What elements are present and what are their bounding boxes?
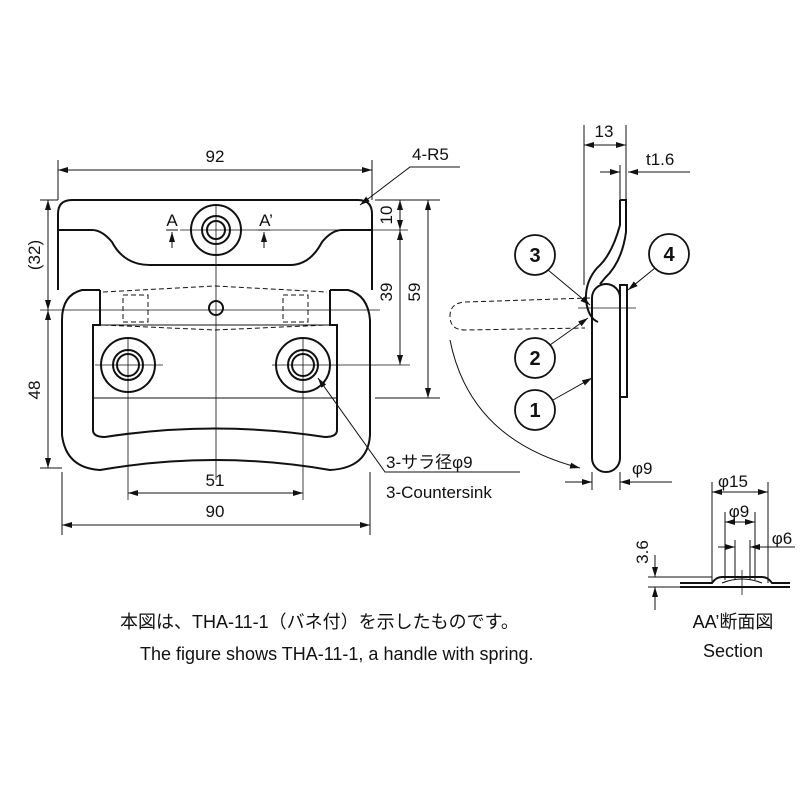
countersink-label-jp: 3-サラ径φ9 xyxy=(386,453,473,472)
dim-inner: φ6 xyxy=(772,529,792,548)
dim-section-height: 3.6 xyxy=(633,540,652,564)
dim-hole-to-holes: 39 xyxy=(377,283,396,302)
section-title-en: Section xyxy=(703,641,763,661)
dim-handle: 48 xyxy=(25,381,44,400)
svg-text:3: 3 xyxy=(529,245,540,267)
dim-upper-ref: (32) xyxy=(25,240,44,270)
dim-corner-radius: 4-R5 xyxy=(412,145,449,164)
dim-mid: φ9 xyxy=(729,502,749,521)
dim-depth: 13 xyxy=(595,122,614,141)
section-title-jp: AA’断面図 xyxy=(693,612,774,632)
dim-outer: φ15 xyxy=(718,472,748,491)
dim-hole-pitch: 51 xyxy=(206,471,225,490)
balloon-3: 3 xyxy=(514,234,556,276)
front-view: 92 90 51 4-R5 10 39 59 (32) 48 A A’ 3-サラ… xyxy=(25,145,520,535)
svg-text:4: 4 xyxy=(663,244,675,266)
side-view: 1 2 3 4 13 t1.6 φ9 xyxy=(449,122,690,490)
side-plate xyxy=(619,284,628,398)
caption-jp: 本図は、THA-11-1（バネ付）を示したものです。 xyxy=(120,612,519,632)
swing-arc xyxy=(449,339,581,469)
swung-handle-outline xyxy=(449,297,591,331)
dim-width-top: 92 xyxy=(206,147,225,166)
svg-text:1: 1 xyxy=(529,400,540,422)
side-handle xyxy=(591,283,621,473)
dim-handle-dia: φ9 xyxy=(632,459,652,478)
handle-inner xyxy=(92,290,338,439)
dim-width-bottom: 90 xyxy=(206,502,225,521)
dimension-lines xyxy=(40,160,520,535)
dim-thickness: t1.6 xyxy=(646,150,674,169)
balloon-2: 2 xyxy=(514,337,556,379)
spring-hidden xyxy=(102,285,328,331)
caption-en: The figure shows THA-11-1, a handle with… xyxy=(140,644,534,664)
plate-recess xyxy=(58,229,372,266)
section-mark-a: A xyxy=(166,211,178,230)
center-lines xyxy=(40,205,410,500)
countersink-label-en: 3-Countersink xyxy=(386,483,492,502)
svg-text:2: 2 xyxy=(529,348,540,370)
base-plate xyxy=(57,199,373,290)
section-mark-a-prime: A’ xyxy=(259,211,273,230)
side-spring xyxy=(584,199,627,323)
balloon-1: 1 xyxy=(514,389,556,431)
dim-top-to-hole: 10 xyxy=(377,206,396,225)
balloon-4: 4 xyxy=(648,233,690,275)
handle-outer xyxy=(61,289,371,472)
section-view: φ15 φ9 φ6 3.6 AA’断面図 Section xyxy=(633,472,795,661)
dim-height: 59 xyxy=(405,283,424,302)
